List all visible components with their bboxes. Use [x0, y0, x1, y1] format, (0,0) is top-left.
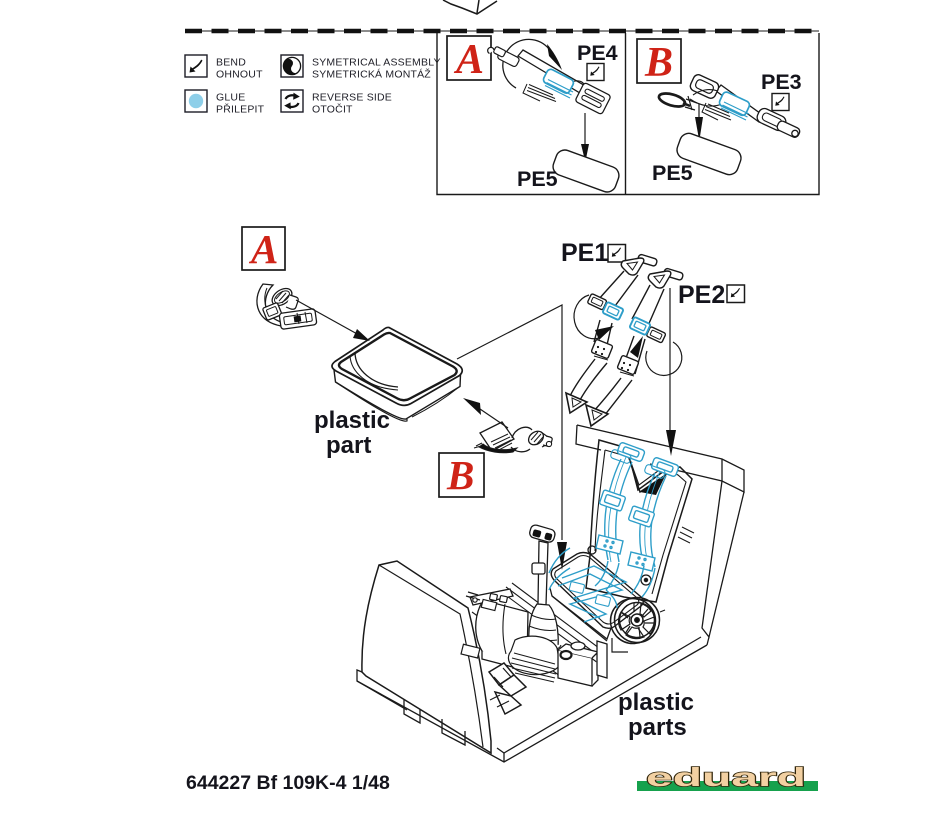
svg-text:plastic: plastic: [618, 689, 694, 716]
svg-text:B: B: [644, 40, 673, 86]
svg-text:SYMETRICKÁ MONTÁŽ: SYMETRICKÁ MONTÁŽ: [312, 68, 431, 81]
svg-text:part: part: [326, 432, 371, 459]
svg-text:PE5: PE5: [652, 161, 693, 185]
svg-text:A: A: [453, 37, 484, 83]
svg-text:GLUE: GLUE: [216, 92, 245, 104]
svg-text:SYMETRICAL ASSEMBLY: SYMETRICAL ASSEMBLY: [312, 57, 441, 69]
svg-text:OHNOUT: OHNOUT: [216, 69, 263, 81]
svg-text:PE3: PE3: [761, 70, 802, 94]
svg-text:plastic: plastic: [314, 407, 390, 434]
svg-text:644227 Bf 109K-4 1/48: 644227 Bf 109K-4 1/48: [186, 772, 390, 794]
svg-text:OTOČIT: OTOČIT: [312, 103, 353, 116]
svg-text:REVERSE SIDE: REVERSE SIDE: [312, 92, 392, 104]
svg-text:PE4: PE4: [577, 41, 618, 65]
svg-text:PŘILEPIT: PŘILEPIT: [216, 103, 265, 116]
svg-text:PE1: PE1: [561, 239, 608, 267]
svg-text:parts: parts: [628, 714, 687, 741]
svg-text:A: A: [248, 226, 278, 272]
svg-text:PE5: PE5: [517, 167, 558, 191]
svg-text:BEND: BEND: [216, 57, 246, 69]
svg-text:PE2: PE2: [678, 281, 725, 309]
svg-text:eduard: eduard: [646, 762, 806, 792]
svg-text:B: B: [446, 452, 474, 498]
